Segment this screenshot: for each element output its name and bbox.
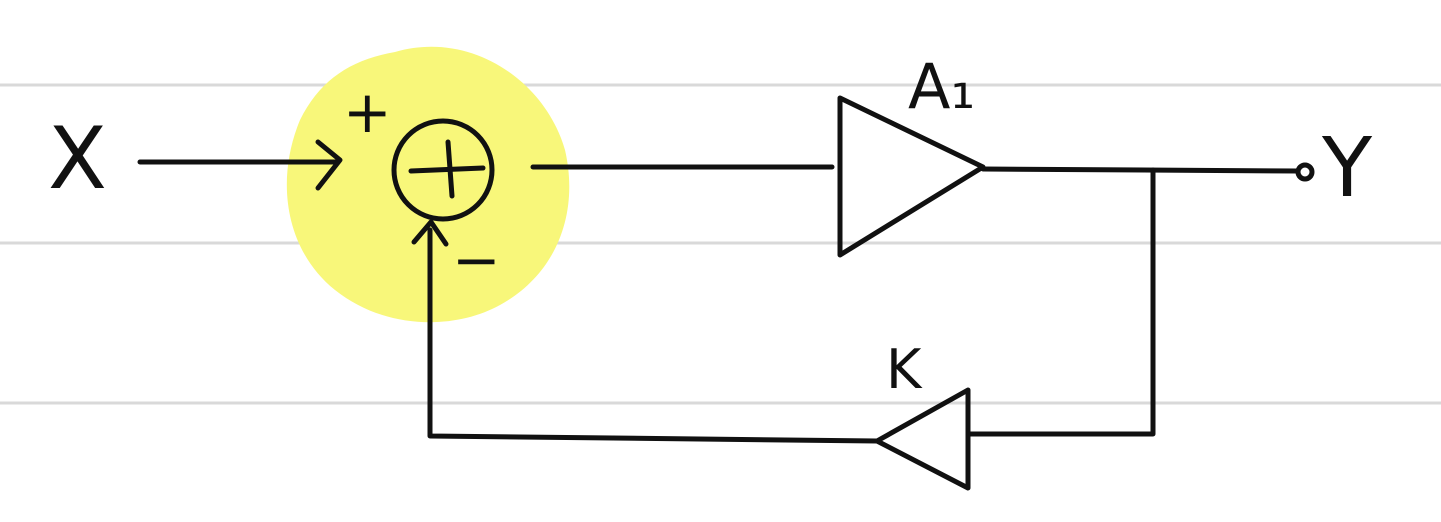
ruled-lines xyxy=(0,83,1441,405)
feedback-amplifier xyxy=(874,387,971,491)
feedback-return-line xyxy=(967,167,1156,437)
feedback-arrowhead xyxy=(411,219,449,247)
output-terminal xyxy=(1295,162,1315,182)
summing-cross-vertical xyxy=(445,139,455,199)
forward-gain-label: A₁ xyxy=(908,50,975,123)
input-arrow xyxy=(137,139,343,191)
summing-junction xyxy=(391,118,495,222)
forward-amplifier xyxy=(837,95,986,258)
summing-cross-horizontal xyxy=(408,165,486,174)
feedback-gain-label: K xyxy=(886,338,923,401)
plus-sign: + xyxy=(343,78,392,146)
output-line xyxy=(980,166,1301,174)
feedback-line xyxy=(427,227,880,444)
minus-sign: − xyxy=(452,226,501,294)
highlight-blob xyxy=(286,46,570,323)
input-label: X xyxy=(48,109,107,209)
output-label: Y xyxy=(1321,121,1373,216)
